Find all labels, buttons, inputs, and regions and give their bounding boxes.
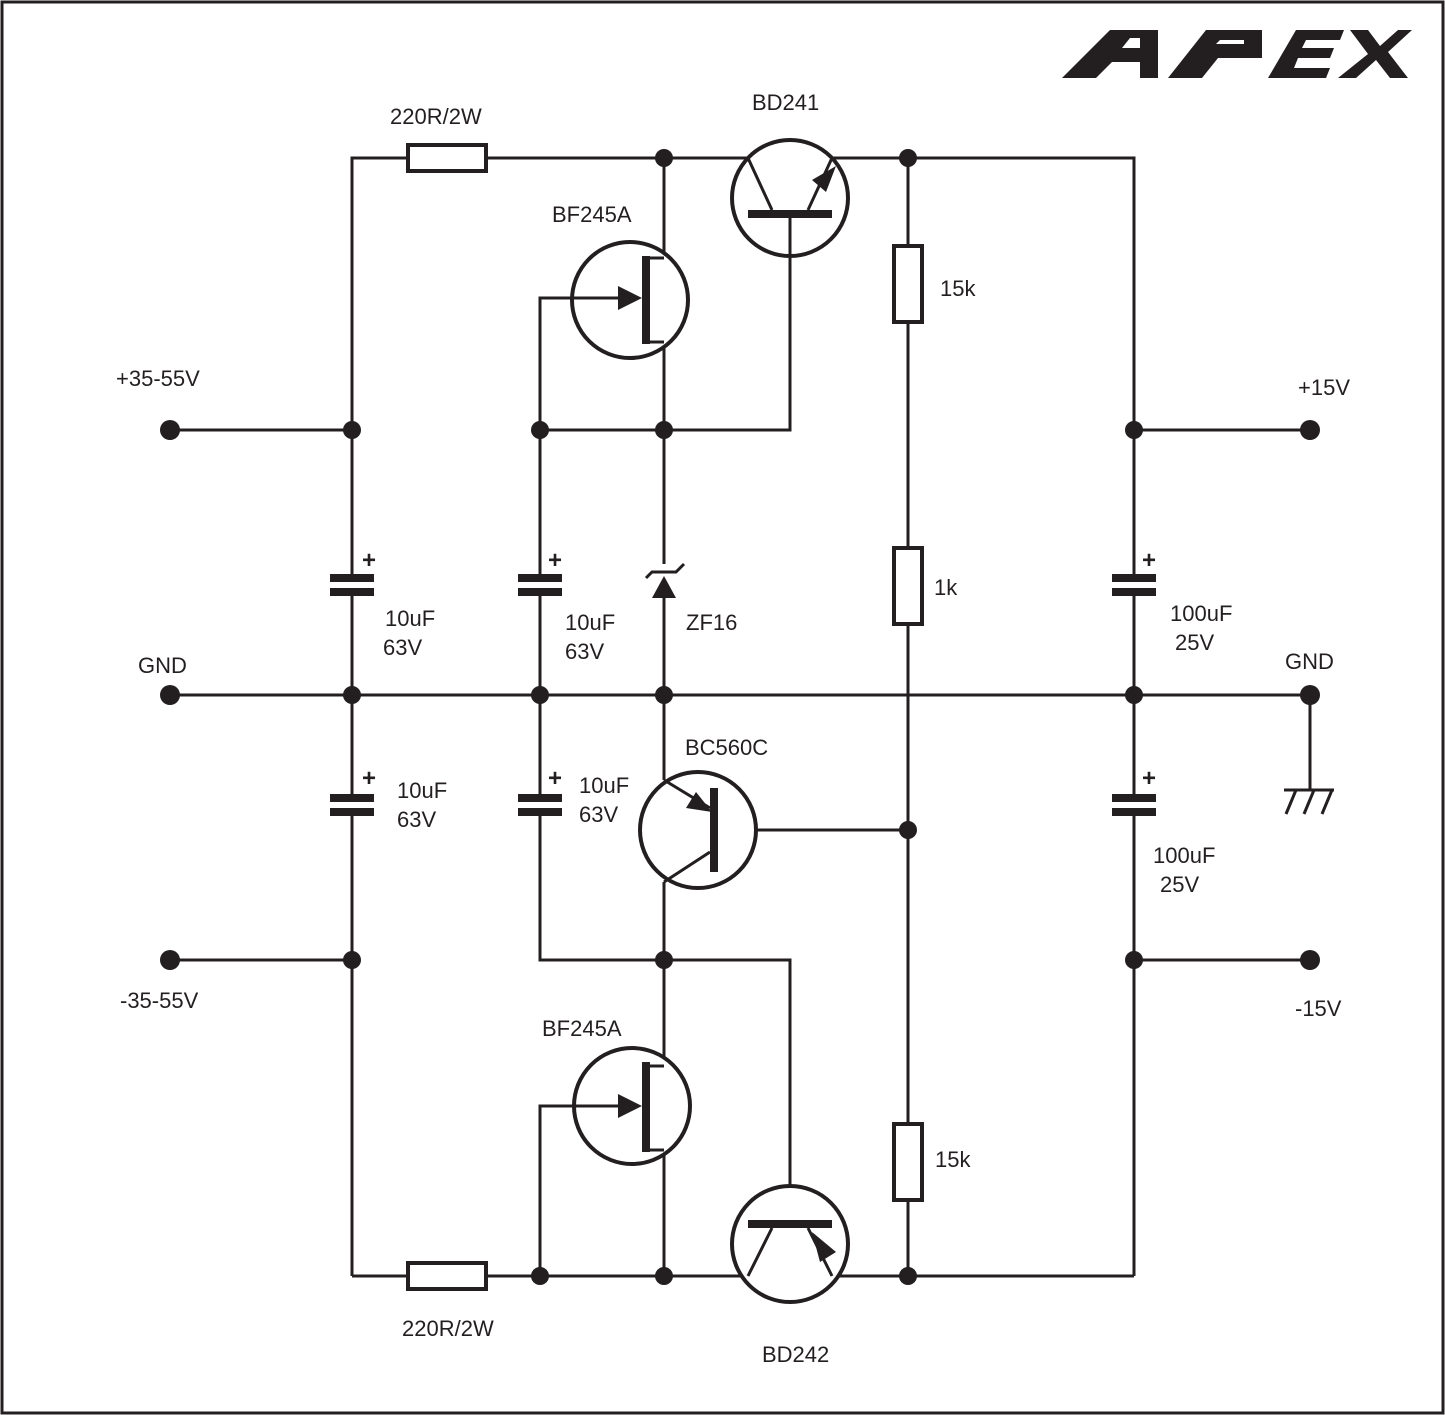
bd242-label: BD242 (762, 1342, 829, 1367)
capacitor-c5 (1112, 574, 1156, 596)
output-gnd-label: GND (1285, 649, 1334, 674)
input-gnd-label: GND (138, 653, 187, 678)
c1-plus-sign: + (362, 547, 376, 574)
capacitor-c3 (518, 574, 562, 596)
transistor-bd242 (730, 1184, 850, 1304)
resistor-r-top (406, 143, 488, 173)
capacitor-c1 (330, 574, 374, 596)
output-positive-label: +15V (1298, 375, 1350, 400)
capacitor-c6 (1112, 794, 1156, 816)
jfet-bf245a-bottom (572, 1046, 692, 1166)
r-div-bottom-label: 15k (935, 1147, 971, 1172)
r-div-top-label: 15k (940, 276, 976, 301)
capacitor-c2 (330, 794, 374, 816)
output-negative-label: -15V (1295, 996, 1342, 1021)
c3-plus-sign: + (548, 547, 562, 574)
r-bottom-label: 220R/2W (402, 1316, 494, 1341)
junction-dots (160, 149, 1320, 1285)
input-negative-label: -35-55V (120, 988, 199, 1013)
resistor-r-bottom (406, 1261, 488, 1291)
resistor-div-bottom (892, 1122, 924, 1202)
apex-logo (1062, 30, 1412, 78)
c5-value-label: 100uF (1170, 601, 1232, 626)
r-div-mid-label: 1k (934, 575, 958, 600)
c4-voltage-label: 63V (579, 802, 618, 827)
input-positive-label: +35-55V (116, 366, 200, 391)
zener-diode (644, 562, 686, 598)
c5-voltage-label: 25V (1175, 630, 1214, 655)
transistor-bd241 (730, 138, 850, 258)
c4-value-label: 10uF (579, 773, 629, 798)
c6-plus-sign: + (1142, 765, 1156, 792)
c2-plus-sign: + (362, 765, 376, 792)
bd241-label: BD241 (752, 90, 819, 115)
resistor-div-mid (892, 546, 924, 626)
zener-label: ZF16 (686, 610, 737, 635)
capacitor-c4 (518, 794, 562, 816)
c3-value-label: 10uF (565, 610, 615, 635)
bf245a-top-label: BF245A (552, 202, 632, 227)
bc560c-label: BC560C (685, 735, 768, 760)
c3-voltage-label: 63V (565, 639, 604, 664)
r-top-label: 220R/2W (390, 104, 482, 129)
bf245a-bottom-label: BF245A (542, 1016, 622, 1041)
c6-value-label: 100uF (1153, 843, 1215, 868)
c6-voltage-label: 25V (1160, 872, 1199, 897)
c1-voltage-label: 63V (383, 635, 422, 660)
transistor-bc560c (638, 770, 758, 890)
c2-value-label: 10uF (397, 778, 447, 803)
c1-value-label: 10uF (385, 606, 435, 631)
jfet-bf245a-top (570, 240, 690, 360)
resistor-div-top (892, 244, 924, 324)
c4-plus-sign: + (548, 765, 562, 792)
c2-voltage-label: 63V (397, 807, 436, 832)
c5-plus-sign: + (1142, 547, 1156, 574)
